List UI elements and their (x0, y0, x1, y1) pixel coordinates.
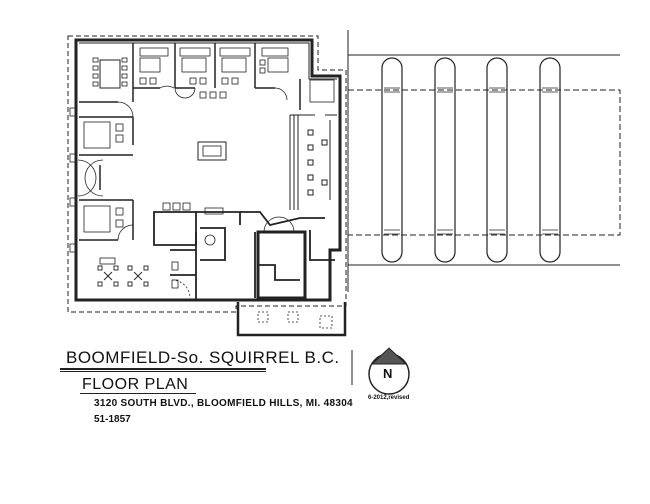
parking-islands (381, 57, 561, 263)
drawing-subtitle: FLOOR PLAN (82, 376, 189, 393)
drawing-title: BOOMFIELD-So. SQUIRREL B.C. (66, 348, 340, 367)
cafe-tables (97, 265, 149, 287)
drawing-number: 51-1857 (94, 414, 131, 425)
north-arrow-icon (368, 347, 410, 395)
revision-note: 6-2012,revised (368, 395, 410, 401)
reception-desk (197, 141, 227, 161)
top-offices (79, 43, 301, 110)
desks (139, 47, 335, 103)
exterior-wall (74, 38, 342, 302)
address: 3120 SOUTH BLVD., BLOOMFIELD HILLS, MI. … (94, 398, 353, 409)
subtitle-underline (80, 393, 196, 394)
parking-lot (347, 54, 621, 266)
title-underline (60, 368, 266, 372)
north-label: N (383, 366, 393, 381)
